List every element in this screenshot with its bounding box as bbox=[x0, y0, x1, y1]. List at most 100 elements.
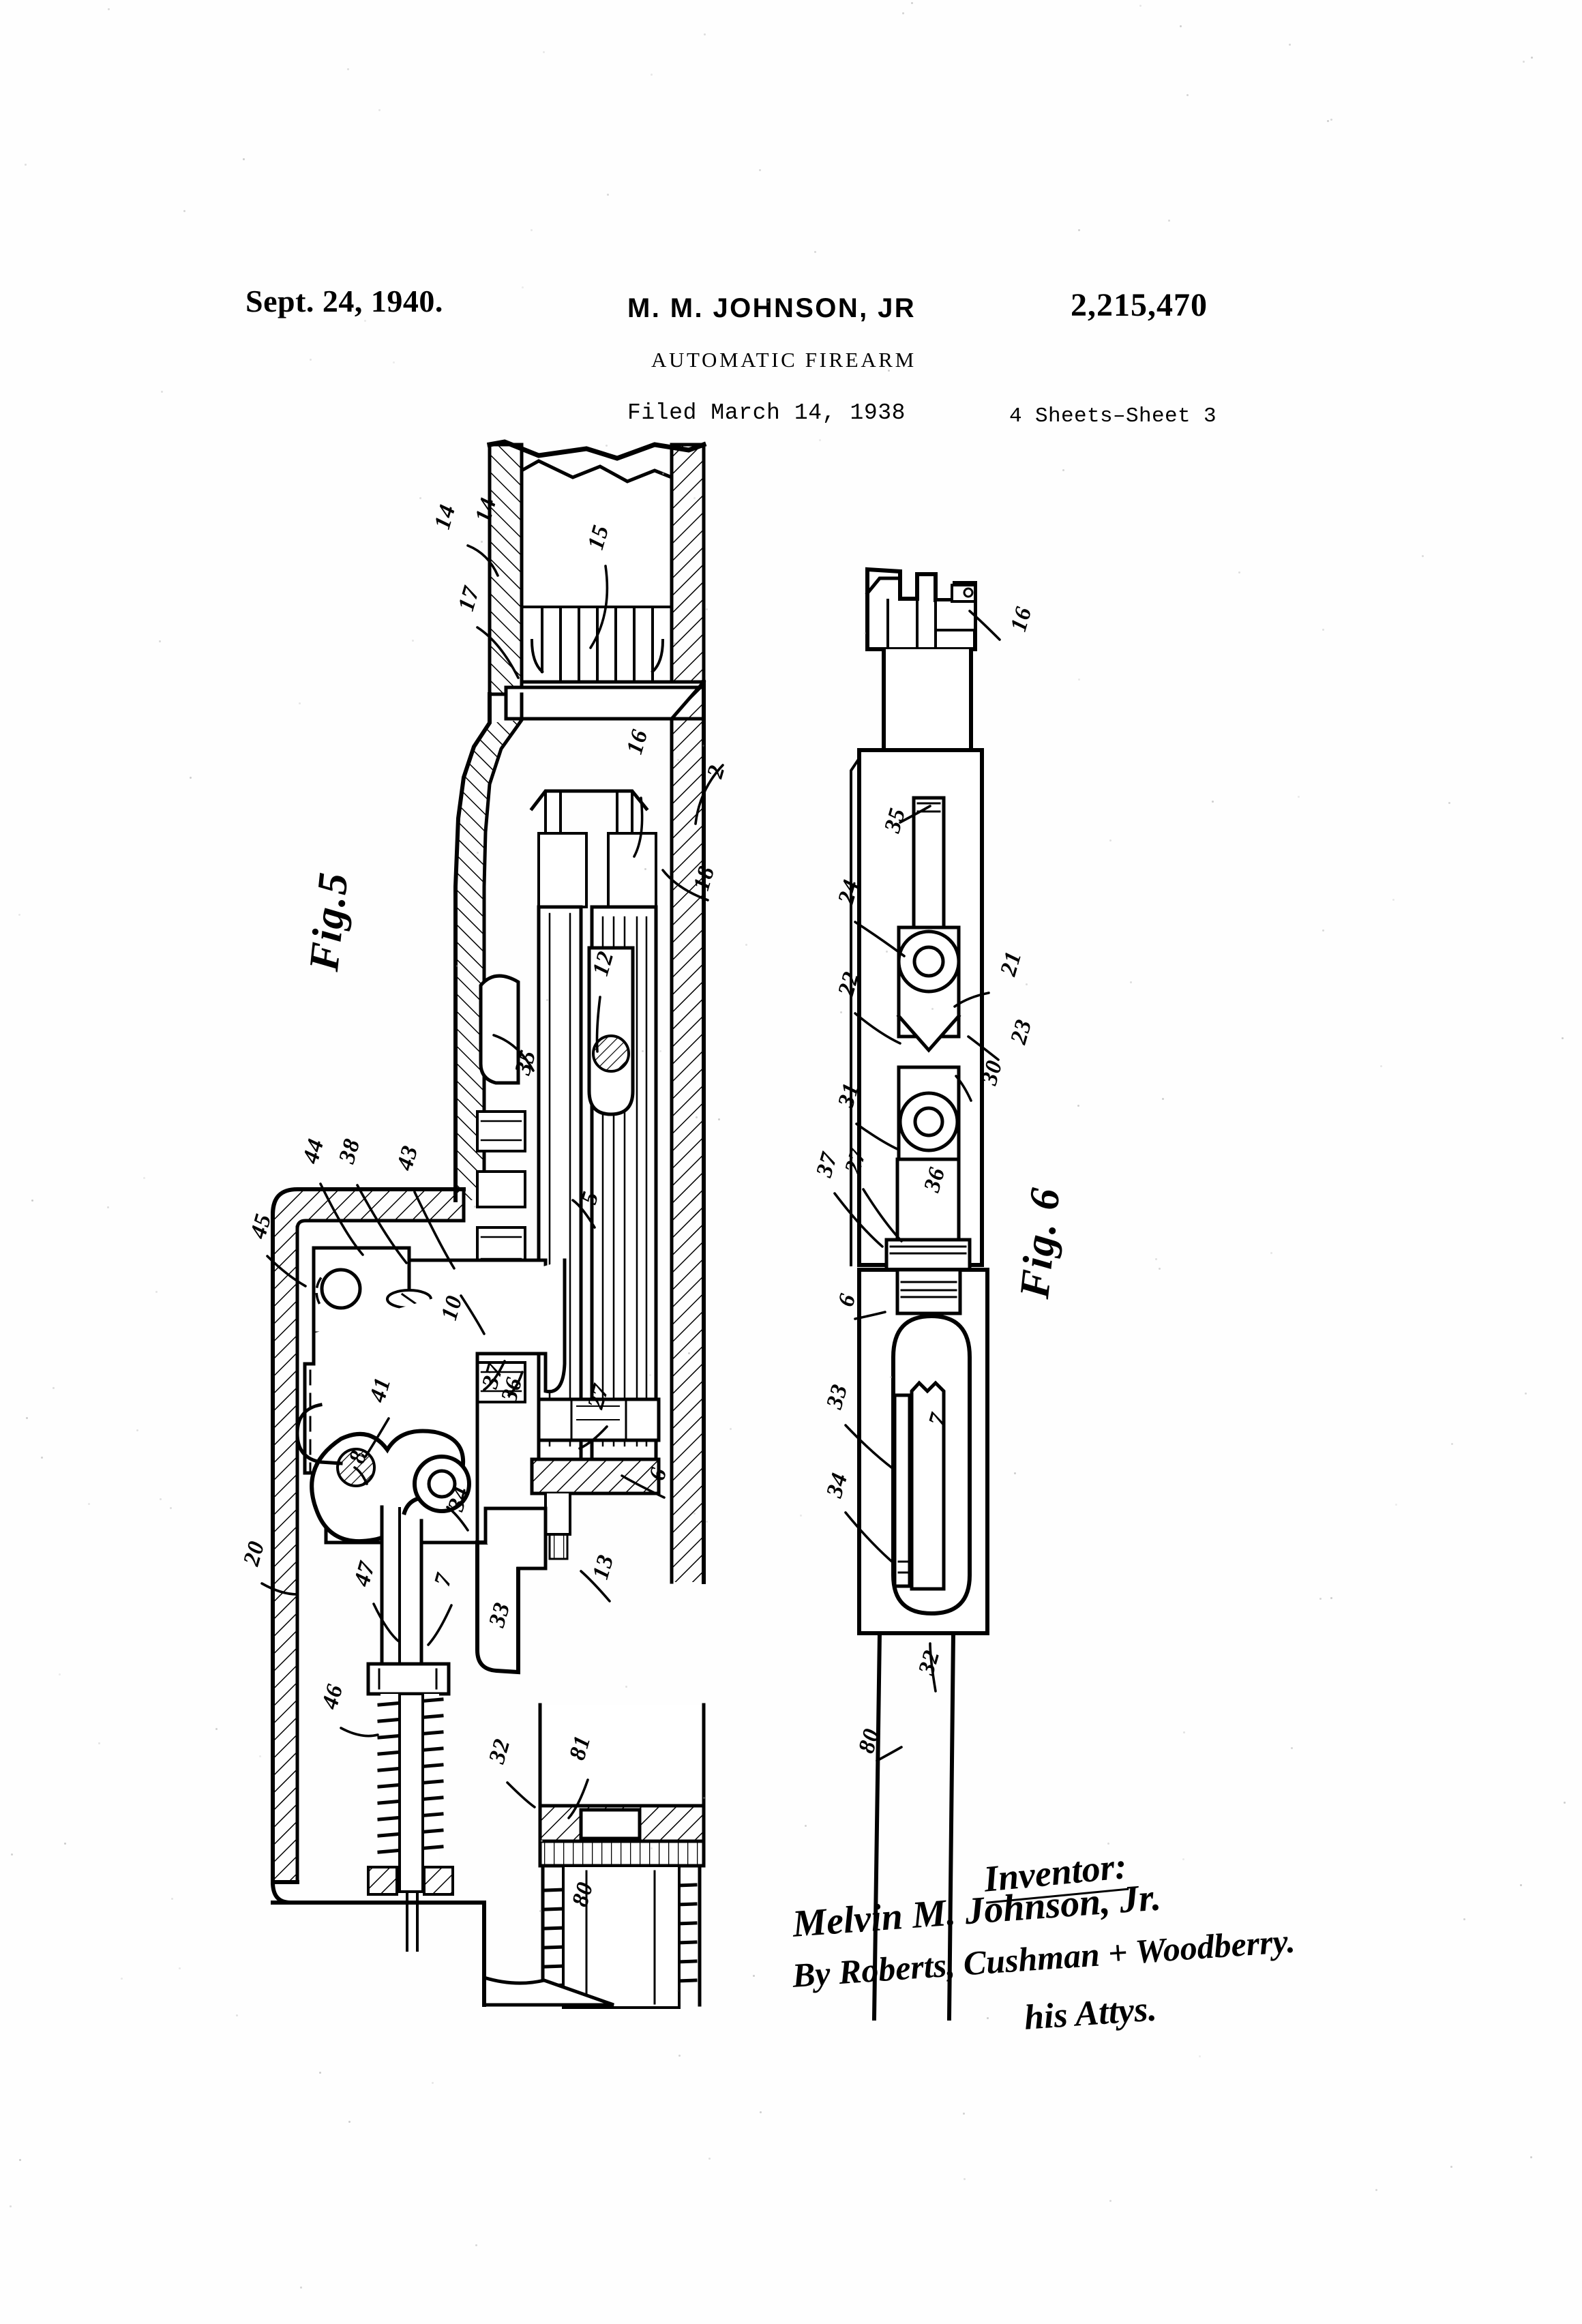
paper-speck bbox=[18, 914, 21, 917]
reference-numeral-30: 30 bbox=[976, 1057, 1008, 1088]
reference-numeral-24: 24 bbox=[833, 876, 865, 908]
paper-speck bbox=[661, 472, 664, 475]
reference-numeral-35: 35 bbox=[880, 805, 911, 836]
paper-speck bbox=[702, 745, 705, 747]
paper-speck bbox=[745, 943, 747, 946]
reference-numeral-8: 8 bbox=[344, 1447, 372, 1467]
paper-speck bbox=[644, 868, 647, 871]
paper-speck bbox=[189, 777, 192, 779]
reference-numeral-17: 17 bbox=[453, 583, 485, 614]
paper-speck bbox=[986, 2017, 989, 2020]
paper-speck bbox=[1319, 1597, 1322, 1600]
paper-speck bbox=[456, 965, 458, 968]
paper-speck bbox=[648, 1373, 651, 1376]
reference-numeral-18: 18 bbox=[689, 863, 720, 894]
paper-speck bbox=[911, 1, 914, 4]
reference-numeral-16: 16 bbox=[1006, 604, 1037, 635]
paper-speck bbox=[1162, 1097, 1165, 1100]
paper-speck bbox=[120, 1977, 123, 1980]
fig5-trigger-housing bbox=[270, 1187, 567, 1952]
paper-speck bbox=[839, 1011, 842, 1013]
reference-numeral-20: 20 bbox=[239, 1538, 270, 1569]
paper-speck bbox=[1238, 571, 1240, 574]
paper-speck bbox=[1463, 1918, 1465, 1920]
reference-numeral-27: 27 bbox=[840, 1146, 871, 1177]
paper-speck bbox=[625, 1685, 627, 1688]
paper-speck bbox=[704, 33, 706, 35]
paper-speck bbox=[136, 1429, 138, 1431]
paper-speck bbox=[155, 1290, 158, 1293]
paper-speck bbox=[183, 210, 185, 213]
paper-speck bbox=[59, 1673, 61, 1676]
paper-speck bbox=[318, 2071, 321, 2074]
reference-numeral-32: 32 bbox=[914, 1647, 945, 1678]
reference-numeral-34: 34 bbox=[443, 1483, 475, 1515]
paper-speck bbox=[641, 1049, 644, 1052]
paper-speck bbox=[1330, 118, 1332, 121]
reference-numeral-12: 12 bbox=[588, 948, 619, 979]
paper-speck bbox=[258, 1755, 261, 1757]
paper-speck bbox=[696, 1116, 698, 1119]
paper-speck bbox=[542, 51, 545, 54]
paper-speck bbox=[1078, 229, 1081, 232]
paper-speck bbox=[292, 1652, 295, 1654]
paper-speck bbox=[814, 250, 817, 253]
paper-speck bbox=[693, 1513, 696, 1515]
paper-speck bbox=[541, 1840, 543, 1843]
paper-speck bbox=[708, 2158, 711, 2160]
paper-speck bbox=[1451, 1442, 1454, 1445]
paper-speck bbox=[309, 359, 312, 361]
paper-speck bbox=[1448, 801, 1451, 804]
reference-numeral-23: 23 bbox=[1006, 1016, 1037, 1047]
fig5-bolt-assembly bbox=[529, 789, 661, 1560]
paper-speck bbox=[215, 1727, 218, 1730]
paper-speck bbox=[432, 2082, 434, 2085]
paper-speck bbox=[1179, 25, 1182, 27]
paper-speck bbox=[676, 1989, 678, 1992]
paper-speck bbox=[1380, 1064, 1383, 1067]
reference-numeral-10: 10 bbox=[436, 1292, 468, 1324]
reference-numeral-43: 43 bbox=[392, 1142, 423, 1174]
paper-speck bbox=[1182, 1858, 1185, 1860]
patent-number: 2,215,470 bbox=[1071, 287, 1208, 323]
paper-speck bbox=[25, 1417, 28, 1420]
paper-speck bbox=[143, 1176, 145, 1179]
paper-speck bbox=[539, 1910, 541, 1913]
reference-numeral-21: 21 bbox=[996, 948, 1027, 979]
paper-speck bbox=[1529, 2156, 1532, 2158]
paper-speck bbox=[107, 8, 110, 10]
paper-speck bbox=[1531, 57, 1534, 59]
paper-speck bbox=[1077, 679, 1080, 681]
paper-speck bbox=[31, 1199, 33, 1202]
paper-speck bbox=[1212, 800, 1214, 803]
paper-speck bbox=[1198, 2055, 1201, 2058]
reference-numeral-7: 7 bbox=[430, 1570, 458, 1590]
paper-speck bbox=[1298, 795, 1300, 798]
paper-speck bbox=[705, 1521, 708, 1523]
paper-speck bbox=[1270, 1251, 1273, 1254]
fig5-magazine bbox=[482, 1703, 706, 2009]
paper-speck bbox=[760, 2111, 762, 2113]
paper-speck bbox=[1183, 1731, 1186, 1734]
reference-numeral-45: 45 bbox=[245, 1210, 277, 1242]
paper-speck bbox=[1139, 5, 1142, 8]
reference-numeral-33: 33 bbox=[822, 1381, 853, 1412]
reference-numeral-36: 36 bbox=[919, 1164, 951, 1195]
reference-numeral-35: 35 bbox=[510, 1047, 541, 1078]
paper-speck bbox=[521, 286, 524, 289]
figure-6-label: Fig. 6 bbox=[1011, 1185, 1069, 1301]
reference-numeral-36: 36 bbox=[496, 1374, 528, 1405]
paper-speck bbox=[1375, 2189, 1377, 2192]
fig5-receiver-outline bbox=[453, 679, 706, 1584]
paper-speck bbox=[1290, 1747, 1293, 1750]
patent-date: Sept. 24, 1940. bbox=[245, 284, 443, 318]
paper-speck bbox=[1167, 219, 1170, 222]
paper-speck bbox=[10, 2205, 12, 2208]
paper-speck bbox=[348, 2120, 351, 2123]
paper-speck bbox=[243, 158, 245, 160]
paper-speck bbox=[98, 1742, 100, 1744]
paper-speck bbox=[1014, 1472, 1017, 1474]
paper-speck bbox=[864, 632, 867, 634]
paper-speck bbox=[363, 319, 366, 322]
paper-speck bbox=[40, 1456, 43, 1459]
